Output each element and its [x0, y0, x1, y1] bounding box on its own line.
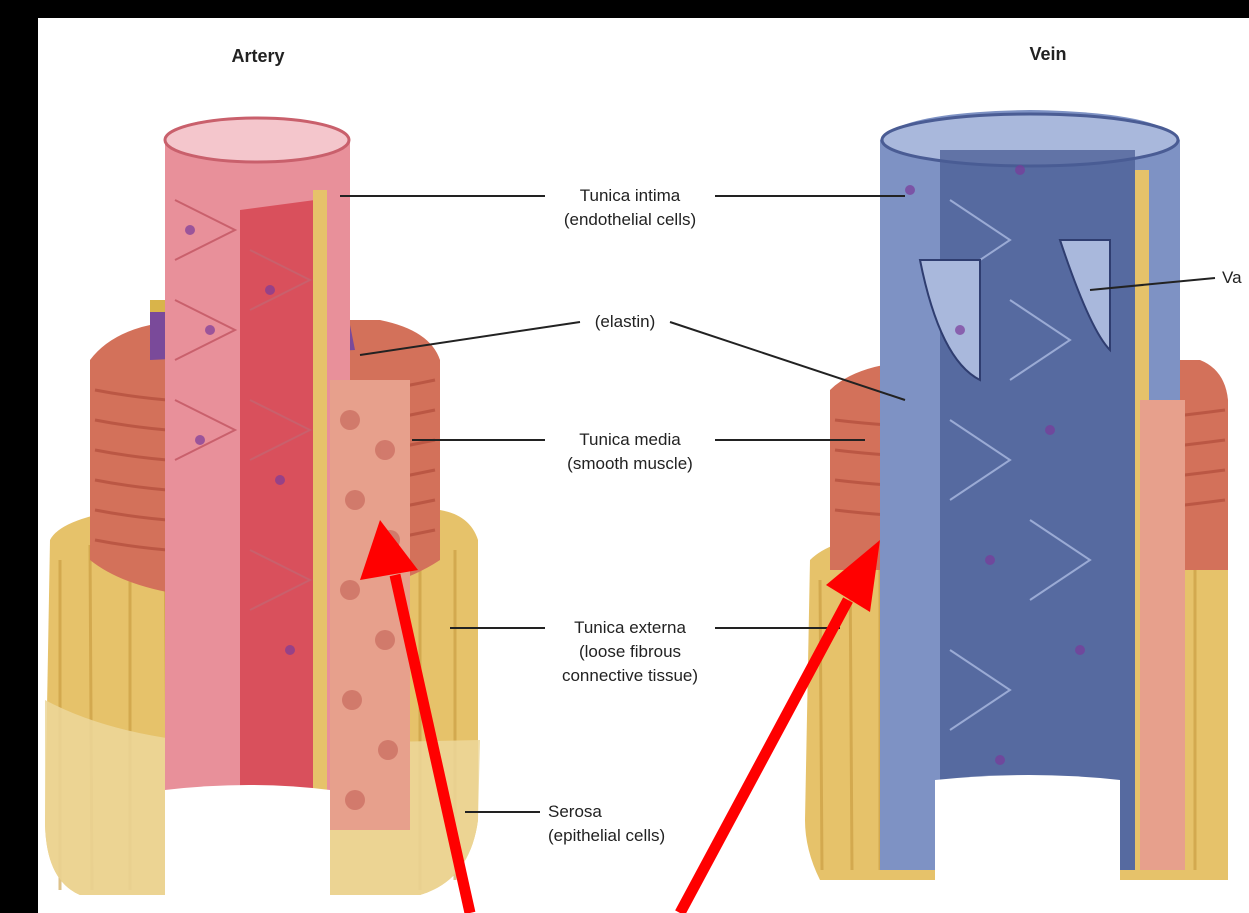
left-black-bar: [0, 18, 38, 913]
artery-title: Artery: [231, 46, 284, 66]
label-tunica-externa: Tunica externa: [574, 618, 686, 637]
label-tunica-media: Tunica media: [579, 430, 681, 449]
label-epithelial-cells: (epithelial cells): [548, 826, 665, 845]
top-black-bar: [0, 0, 1249, 18]
label-smooth-muscle: (smooth muscle): [567, 454, 693, 473]
label-endothelial-cells: (endothelial cells): [564, 210, 696, 229]
label-elastin: (elastin): [595, 312, 655, 331]
vein-title: Vein: [1029, 44, 1066, 64]
label-serosa: Serosa: [548, 802, 602, 821]
label-tunica-intima: Tunica intima: [580, 186, 681, 205]
label-connective-tissue: connective tissue): [562, 666, 698, 685]
label-valve: Va: [1222, 268, 1242, 287]
label-loose-fibrous: (loose fibrous: [579, 642, 681, 661]
